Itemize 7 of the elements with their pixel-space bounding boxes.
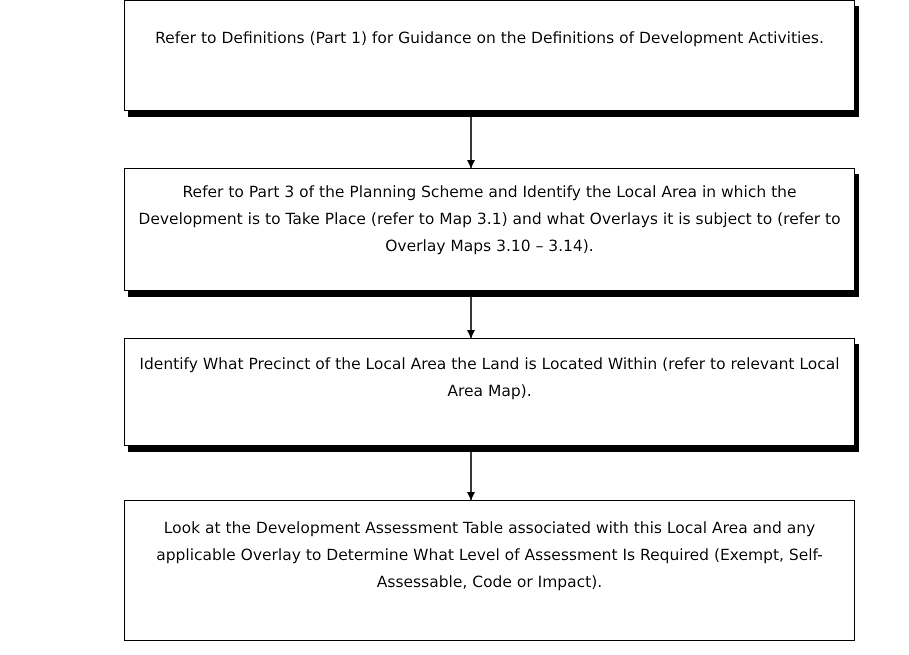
arrow bbox=[467, 452, 475, 500]
process-box bbox=[124, 500, 855, 641]
step-text: Identify What Precinct of the Local Area the Land is Located Within (refer to relevant Local Area Map). bbox=[138, 354, 841, 402]
arrow bbox=[467, 297, 475, 338]
step-text: Refer to Definitions (Part 1) for Guidance on the Definitions of Development Activities. bbox=[154, 28, 825, 49]
step-text: Look at the Development Assessment Table associated with this Local Area and any applicable Overlay to Determine What Level of Assessment Is Required (Exempt, Self-Assessable, Code or Impact). bbox=[155, 518, 824, 593]
step-text: Refer to Part 3 of the Planning Scheme and Identify the Local Area in which the Development is to Take Place (refer to Map 3.1) and what Overlays it is subject to (refer to Overlay Maps 3.10 – 3.14). bbox=[137, 182, 842, 257]
